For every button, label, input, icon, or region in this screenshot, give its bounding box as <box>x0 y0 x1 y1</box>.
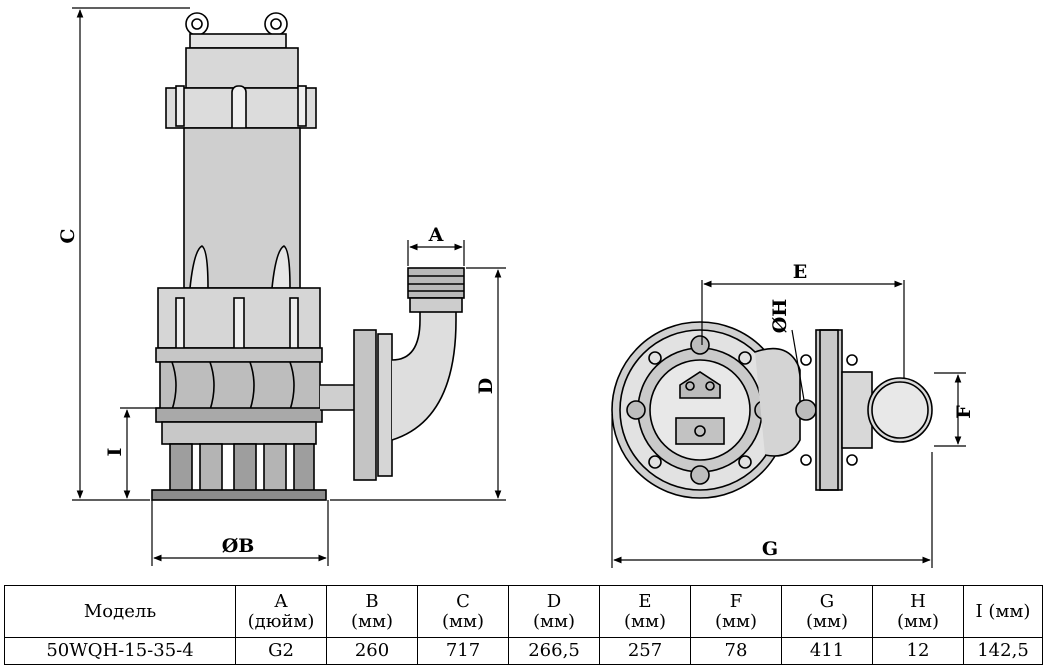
cell-b: 260 <box>326 637 418 665</box>
header-cell-g: G(мм) <box>781 585 873 638</box>
header-cell-i: I (мм) <box>963 585 1043 638</box>
table-row: 50WQH-15-35-4 G2 260 717 266,5 257 78 41… <box>4 637 1043 665</box>
cell-h: 12 <box>872 637 964 665</box>
header-cell-h: H(мм) <box>872 585 964 638</box>
header-cell-c: C(мм) <box>417 585 509 638</box>
cell-model: 50WQH-15-35-4 <box>4 637 236 665</box>
header-cell-f: F(мм) <box>690 585 782 638</box>
cell-i: 142,5 <box>963 637 1043 665</box>
header-cell-b: B(мм) <box>326 585 418 638</box>
dim-label-f: F <box>953 405 975 419</box>
side-view <box>151 12 465 501</box>
table-header-row: Модель A(дюйм) B(мм) C(мм) D(мм) E(мм) F… <box>4 585 1043 638</box>
cell-c: 717 <box>417 637 509 665</box>
dim-label-g: G <box>762 538 778 560</box>
header-cell-a: A(дюйм) <box>235 585 327 638</box>
pump-dimension-drawing: C I ØB A D <box>57 7 975 568</box>
cell-f: 78 <box>690 637 782 665</box>
specification-table: Модель A(дюйм) B(мм) C(мм) D(мм) E(мм) F… <box>4 585 1043 665</box>
cell-g: 411 <box>781 637 873 665</box>
dim-label-b: ØB <box>222 535 255 557</box>
cell-e: 257 <box>599 637 691 665</box>
cell-d: 266,5 <box>508 637 600 665</box>
dim-label-a: A <box>428 224 444 246</box>
header-cell-model: Модель <box>4 585 236 638</box>
cell-a: G2 <box>235 637 327 665</box>
dim-label-c: C <box>57 228 79 243</box>
side-dimensions <box>72 7 506 566</box>
header-cell-e: E(мм) <box>599 585 691 638</box>
dim-label-h: ØH <box>769 299 791 334</box>
top-view <box>611 321 933 499</box>
dim-label-i: I <box>104 447 126 456</box>
dim-label-d: D <box>475 378 497 394</box>
header-cell-d: D(мм) <box>508 585 600 638</box>
dim-label-e: E <box>793 261 807 283</box>
top-dimensions <box>611 280 966 568</box>
